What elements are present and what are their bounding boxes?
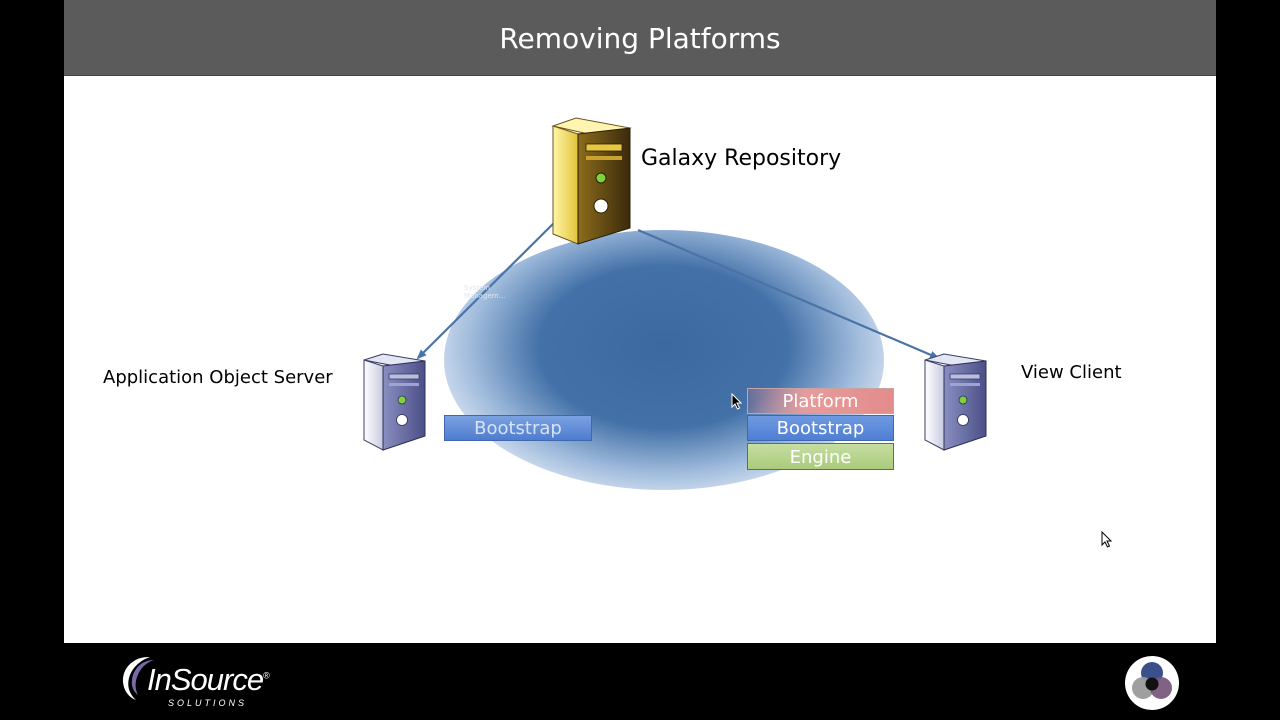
insource-logo-word: InSource [147,662,264,697]
connector-gr-to-aos [416,209,568,360]
application-object-server-label: Application Object Server [103,367,333,388]
vc-bootstrap-box: Bootstrap [747,415,894,441]
faded-desktop-icon: System Managem... [464,284,506,320]
connector-gr-to-vc [637,228,940,360]
aos-bootstrap-box: Bootstrap [444,415,592,441]
galaxy-repository-label: Galaxy Repository [641,146,842,171]
mouse-cursor-icon [1101,531,1113,548]
faded-desktop-icon-line: System [464,284,491,292]
vc-platform-box: Platform [747,388,894,414]
title-bar [64,0,1216,76]
mouse-cursor-icon [731,393,743,410]
slide-title: Removing Platforms [499,22,781,55]
insource-swoosh-icon [122,656,154,700]
slide: Removing Platforms [64,0,1216,643]
galaxy-repository-server-icon [551,117,632,245]
registered-mark: ® [263,670,270,681]
connector-lines [416,209,940,360]
insource-logo-subtext: SOLUTIONS [168,698,248,708]
application-object-server-icon [363,353,426,451]
insource-logo-text: InSource® [147,662,270,698]
tri-circle-emblem-icon [1125,656,1179,710]
view-client-server-icon [924,353,987,451]
vc-engine-box: Engine [747,443,894,470]
faded-desktop-icon-line: Managem... [464,292,506,300]
view-client-label: View Client [1021,362,1122,383]
